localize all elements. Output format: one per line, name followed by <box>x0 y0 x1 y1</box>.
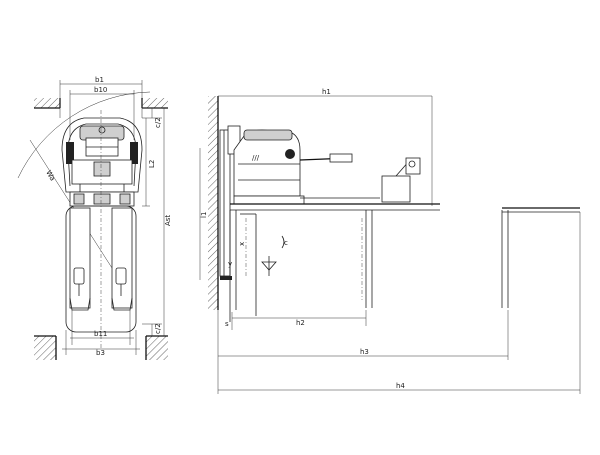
wall-bottom-right <box>146 336 168 360</box>
wall-top-left <box>34 98 60 108</box>
wall-top-right <box>142 98 168 108</box>
side-view: h1 /// <box>199 88 581 394</box>
label-h4: h4 <box>396 382 405 390</box>
label-l1: l1 <box>200 212 208 218</box>
top-view: b1 b10 b11 b3 c/2 L2 Ast c/2 Wa <box>17 76 172 360</box>
svg-text:///: /// <box>252 154 260 162</box>
label-wa: Wa <box>44 169 56 182</box>
label-b11: b11 <box>94 330 107 338</box>
label-s: s <box>225 320 229 328</box>
label-ast: Ast <box>164 215 172 226</box>
label-c2-bottom: c/2 <box>154 323 162 334</box>
label-b3: b3 <box>96 349 105 357</box>
label-b10: b10 <box>94 86 107 94</box>
label-x: x <box>238 242 246 246</box>
label-b1: b1 <box>95 76 104 84</box>
label-y: y <box>228 260 232 268</box>
wall-bottom-left <box>34 336 56 360</box>
fork-left <box>69 207 91 309</box>
label-h2: h2 <box>296 319 305 327</box>
label-c: c <box>284 239 288 247</box>
label-h3: h3 <box>360 348 369 356</box>
fork-right <box>111 207 133 309</box>
label-h1: h1 <box>322 88 331 96</box>
wall-side <box>208 96 218 310</box>
label-c2-top: c/2 <box>154 117 162 128</box>
label-l2: L2 <box>148 160 156 168</box>
